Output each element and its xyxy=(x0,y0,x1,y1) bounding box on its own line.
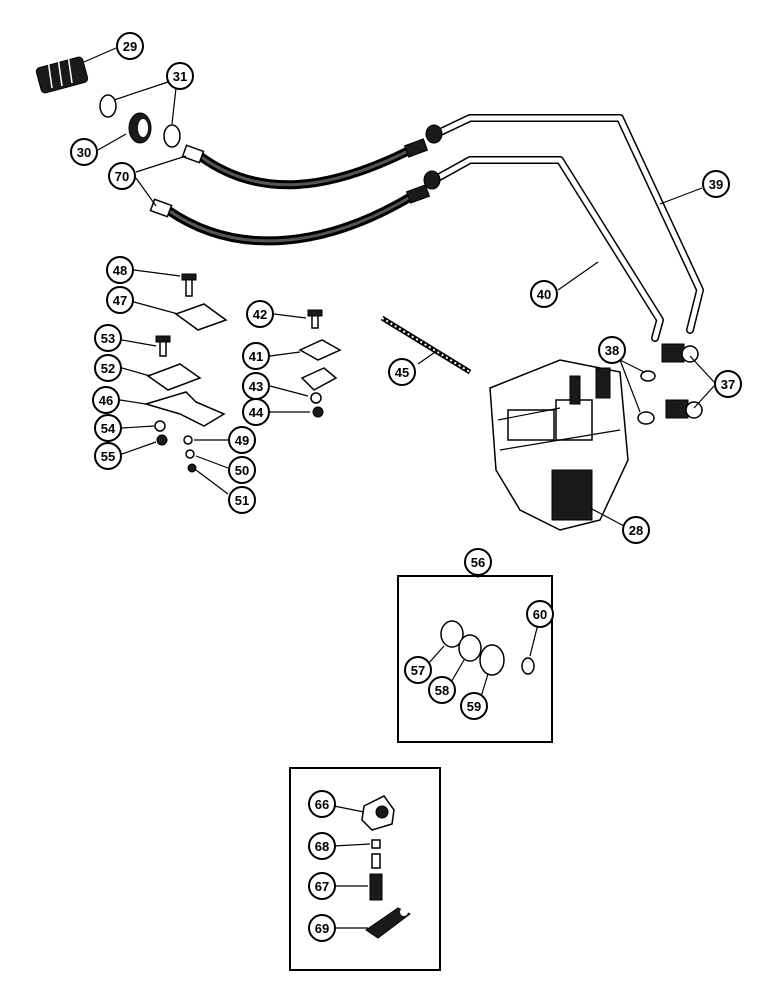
callout-56: 56 xyxy=(464,548,492,576)
callout-label: 45 xyxy=(395,365,409,380)
callout-label: 58 xyxy=(435,683,449,698)
callout-label: 31 xyxy=(173,69,187,84)
callout-label: 30 xyxy=(77,145,91,160)
callout-label: 49 xyxy=(235,433,249,448)
callout-label: 37 xyxy=(721,377,735,392)
callout-49: 49 xyxy=(228,426,256,454)
callout-label: 55 xyxy=(101,449,115,464)
tie-rod-part xyxy=(380,315,472,375)
callout-label: 68 xyxy=(315,839,329,854)
callout-label: 57 xyxy=(411,663,425,678)
callout-label: 39 xyxy=(709,177,723,192)
callout-label: 44 xyxy=(249,405,264,420)
callout-39: 39 xyxy=(702,170,730,198)
callout-50: 50 xyxy=(228,456,256,484)
callout-label: 54 xyxy=(101,421,116,436)
callout-41: 41 xyxy=(242,342,270,370)
callout-58: 58 xyxy=(428,676,456,704)
callout-label: 66 xyxy=(315,797,329,812)
seal-kit-box xyxy=(397,575,553,743)
callout-40: 40 xyxy=(530,280,558,308)
callout-label: 50 xyxy=(235,463,249,478)
callout-60: 60 xyxy=(526,600,554,628)
callout-label: 52 xyxy=(101,361,115,376)
callout-label: 60 xyxy=(533,607,547,622)
callout-label: 46 xyxy=(99,393,113,408)
callout-label: 40 xyxy=(537,287,551,302)
callout-37: 37 xyxy=(714,370,742,398)
steel-tubes-part xyxy=(423,114,704,342)
callout-label: 41 xyxy=(249,349,263,364)
callout-66: 66 xyxy=(308,790,336,818)
callout-31: 31 xyxy=(166,62,194,90)
callout-45: 45 xyxy=(388,358,416,386)
callout-70: 70 xyxy=(108,162,136,190)
callout-label: 56 xyxy=(471,555,485,570)
seal-rings-part xyxy=(99,94,181,148)
callout-label: 53 xyxy=(101,331,115,346)
callout-53: 53 xyxy=(94,324,122,352)
callout-label: 70 xyxy=(115,169,129,184)
callout-label: 69 xyxy=(315,921,329,936)
callout-69: 69 xyxy=(308,914,336,942)
callout-54: 54 xyxy=(94,414,122,442)
callout-52: 52 xyxy=(94,354,122,382)
callout-label: 42 xyxy=(253,307,267,322)
callout-label: 59 xyxy=(467,699,481,714)
callout-label: 47 xyxy=(113,293,127,308)
callout-59: 59 xyxy=(460,692,488,720)
callout-68: 68 xyxy=(308,832,336,860)
lever-kit-box xyxy=(289,767,441,971)
lever-kit-parts xyxy=(361,795,411,939)
callout-label: 48 xyxy=(113,263,127,278)
control-valve-part xyxy=(489,359,629,531)
callout-label: 28 xyxy=(629,523,643,538)
callout-51: 51 xyxy=(228,486,256,514)
callout-29: 29 xyxy=(116,32,144,60)
coupler-part xyxy=(35,54,89,94)
bracket-hardware-part xyxy=(143,273,342,473)
callout-48: 48 xyxy=(106,256,134,284)
callout-label: 51 xyxy=(235,493,249,508)
callout-38: 38 xyxy=(598,336,626,364)
callout-label: 38 xyxy=(605,343,619,358)
callout-43: 43 xyxy=(242,372,270,400)
seal-kit-rings xyxy=(440,620,535,676)
callout-57: 57 xyxy=(404,656,432,684)
callout-label: 67 xyxy=(315,879,329,894)
callout-67: 67 xyxy=(308,872,336,900)
callout-42: 42 xyxy=(246,300,274,328)
callout-47: 47 xyxy=(106,286,134,314)
callout-28: 28 xyxy=(622,516,650,544)
callout-55: 55 xyxy=(94,442,122,470)
callout-44: 44 xyxy=(242,398,270,426)
callout-30: 30 xyxy=(70,138,98,166)
callout-label: 29 xyxy=(123,39,137,54)
elbow-fittings-part xyxy=(637,343,703,425)
hose-assembly-part xyxy=(149,138,431,246)
callout-46: 46 xyxy=(92,386,120,414)
callout-label: 43 xyxy=(249,379,263,394)
